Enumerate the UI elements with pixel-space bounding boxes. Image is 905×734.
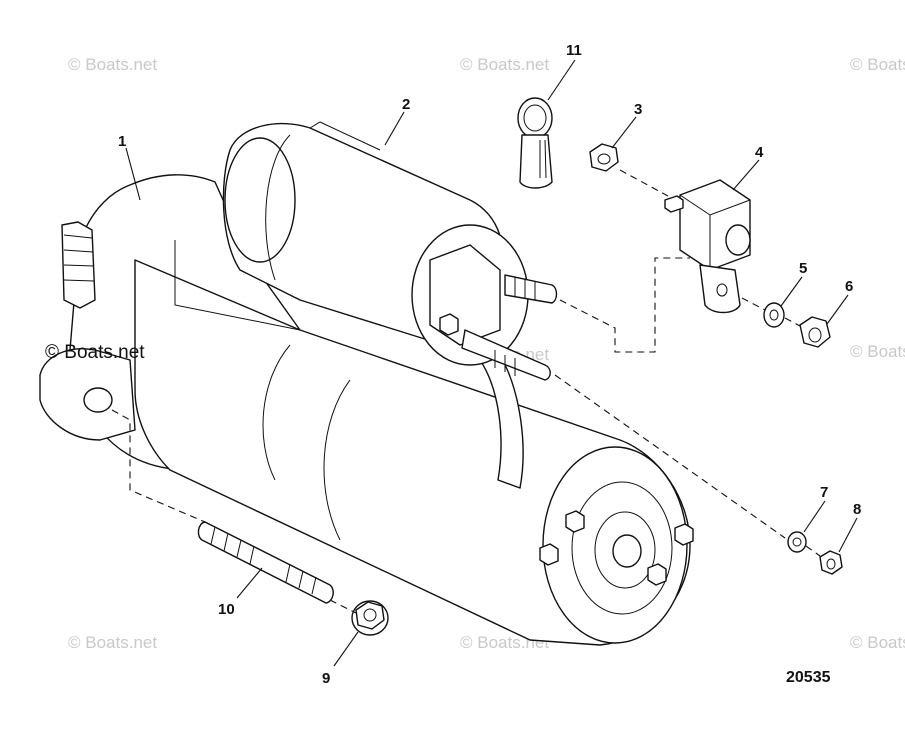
watermark: © Boats.net (850, 342, 905, 361)
callout-7: 7 (820, 484, 828, 501)
callout-10: 10 (218, 601, 235, 618)
callout-3: 3 (634, 101, 642, 118)
callout-9: 9 (322, 670, 330, 687)
callout-5: 5 (799, 260, 807, 277)
leader-line (236, 567, 263, 599)
nut (799, 316, 831, 348)
leader-line (611, 116, 637, 149)
leader-line (838, 517, 858, 553)
callout-2: 2 (402, 96, 410, 113)
washer (787, 531, 807, 553)
solenoid (222, 121, 558, 381)
leader-line (547, 59, 576, 101)
watermark: © Boats.net (68, 55, 157, 74)
stud (197, 521, 334, 604)
washer-hole (769, 309, 779, 321)
leader-line (125, 147, 141, 201)
leader-line (826, 294, 849, 325)
watermark: © Boats.net (68, 633, 157, 652)
leader-line (384, 111, 405, 146)
terminal-boot (517, 97, 553, 189)
nut (819, 550, 843, 575)
callout-6: 6 (845, 278, 853, 295)
washer-hole (792, 537, 802, 547)
watermark: © Boats.net (850, 55, 905, 74)
callout-4: 4 (755, 144, 764, 161)
watermark-overlay: © Boats.net (45, 342, 145, 363)
washer (763, 302, 785, 328)
watermark: © Boats.net (460, 55, 549, 74)
callout-11: 11 (566, 42, 582, 59)
leader-line (780, 276, 803, 307)
callout-8: 8 (853, 501, 861, 518)
relay (664, 179, 751, 314)
callout-1: 1 (118, 133, 126, 150)
flange-nut (351, 600, 389, 636)
watermark: © Boats.net (850, 633, 905, 652)
nut (589, 143, 619, 172)
figure-number: 20535 (786, 669, 831, 686)
leader-line (803, 500, 826, 533)
leader-line (732, 159, 760, 191)
leader-line (333, 631, 359, 667)
